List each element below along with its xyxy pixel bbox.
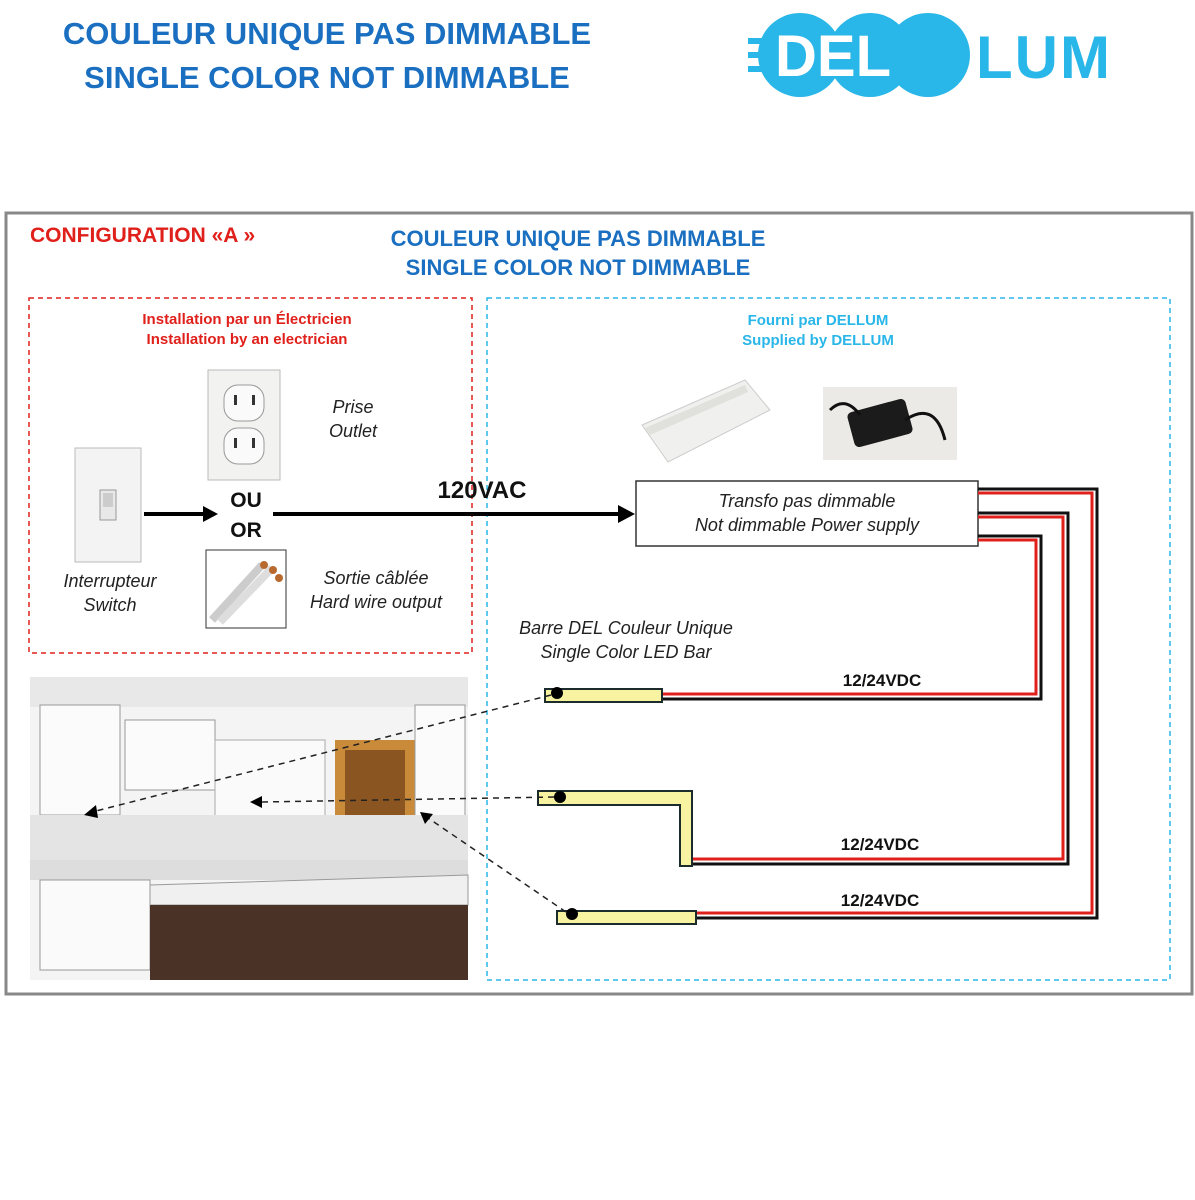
supplied-zone (486, 297, 1171, 981)
config-label: CONFIGURATION «A » (30, 224, 255, 247)
voltage-ac-label: 120VAC (438, 477, 527, 504)
hardwire-image (205, 549, 287, 629)
supplied-label-en: Supplied by DELLUM (742, 332, 894, 349)
led-bar-label-en: Single Color LED Bar (540, 642, 712, 662)
adapter-photo (823, 387, 957, 460)
leader-lines (91, 694, 567, 913)
config-frame (4, 211, 1194, 996)
electrician-zone (28, 297, 473, 654)
electrician-label-fr: Installation par un Électricien (142, 311, 351, 328)
arrow-icon (420, 812, 433, 824)
led-bar-3 (556, 908, 697, 925)
power-supply-box (635, 480, 979, 547)
svg-text:DEL: DEL (775, 24, 891, 89)
outlet-label-en: Outlet (329, 421, 378, 441)
switch-label-fr: Interrupteur (63, 571, 157, 591)
kitchen-image (30, 677, 469, 980)
header-title-fr: COULEUR UNIQUE PAS DIMMABLE (63, 16, 591, 51)
led-bar-label-fr: Barre DEL Couleur Unique (519, 618, 733, 638)
or-label-en: OR (230, 519, 262, 542)
svg-text:LUM: LUM (976, 24, 1112, 91)
led-bar-2 (537, 790, 693, 867)
arrow-icon (203, 506, 218, 522)
outlet-image (207, 369, 281, 481)
supplied-label-fr: Fourni par DELLUM (748, 312, 889, 329)
hardwire-label-en: Hard wire output (310, 592, 443, 612)
power-supply-label-en: Not dimmable Power supply (695, 515, 920, 535)
switch-image (74, 447, 142, 563)
dellum-logo: DEL LUM (748, 13, 1112, 97)
header-title-en: SINGLE COLOR NOT DIMMABLE (84, 60, 570, 95)
electrician-label-en: Installation by an electrician (147, 331, 348, 348)
switch-label-en: Switch (83, 595, 136, 615)
dc-wires (662, 487, 1099, 920)
arrow-icon (84, 805, 98, 818)
diagram-title-en: SINGLE COLOR NOT DIMMABLE (406, 255, 751, 280)
power-supply-photo (641, 379, 771, 463)
arrow-icon (250, 796, 262, 808)
power-supply-label-fr: Transfo pas dimmable (719, 491, 896, 511)
hardwire-label-fr: Sortie câblée (323, 568, 428, 588)
dc-label-1: 12/24VDC (843, 671, 921, 690)
led-bar-1 (544, 687, 663, 703)
arrow-icon (618, 505, 635, 523)
outlet-label-fr: Prise (332, 397, 373, 417)
dc-label-2: 12/24VDC (841, 835, 919, 854)
or-label-fr: OU (230, 489, 262, 512)
dc-label-3: 12/24VDC (841, 891, 919, 910)
diagram-title-fr: COULEUR UNIQUE PAS DIMMABLE (391, 226, 766, 251)
